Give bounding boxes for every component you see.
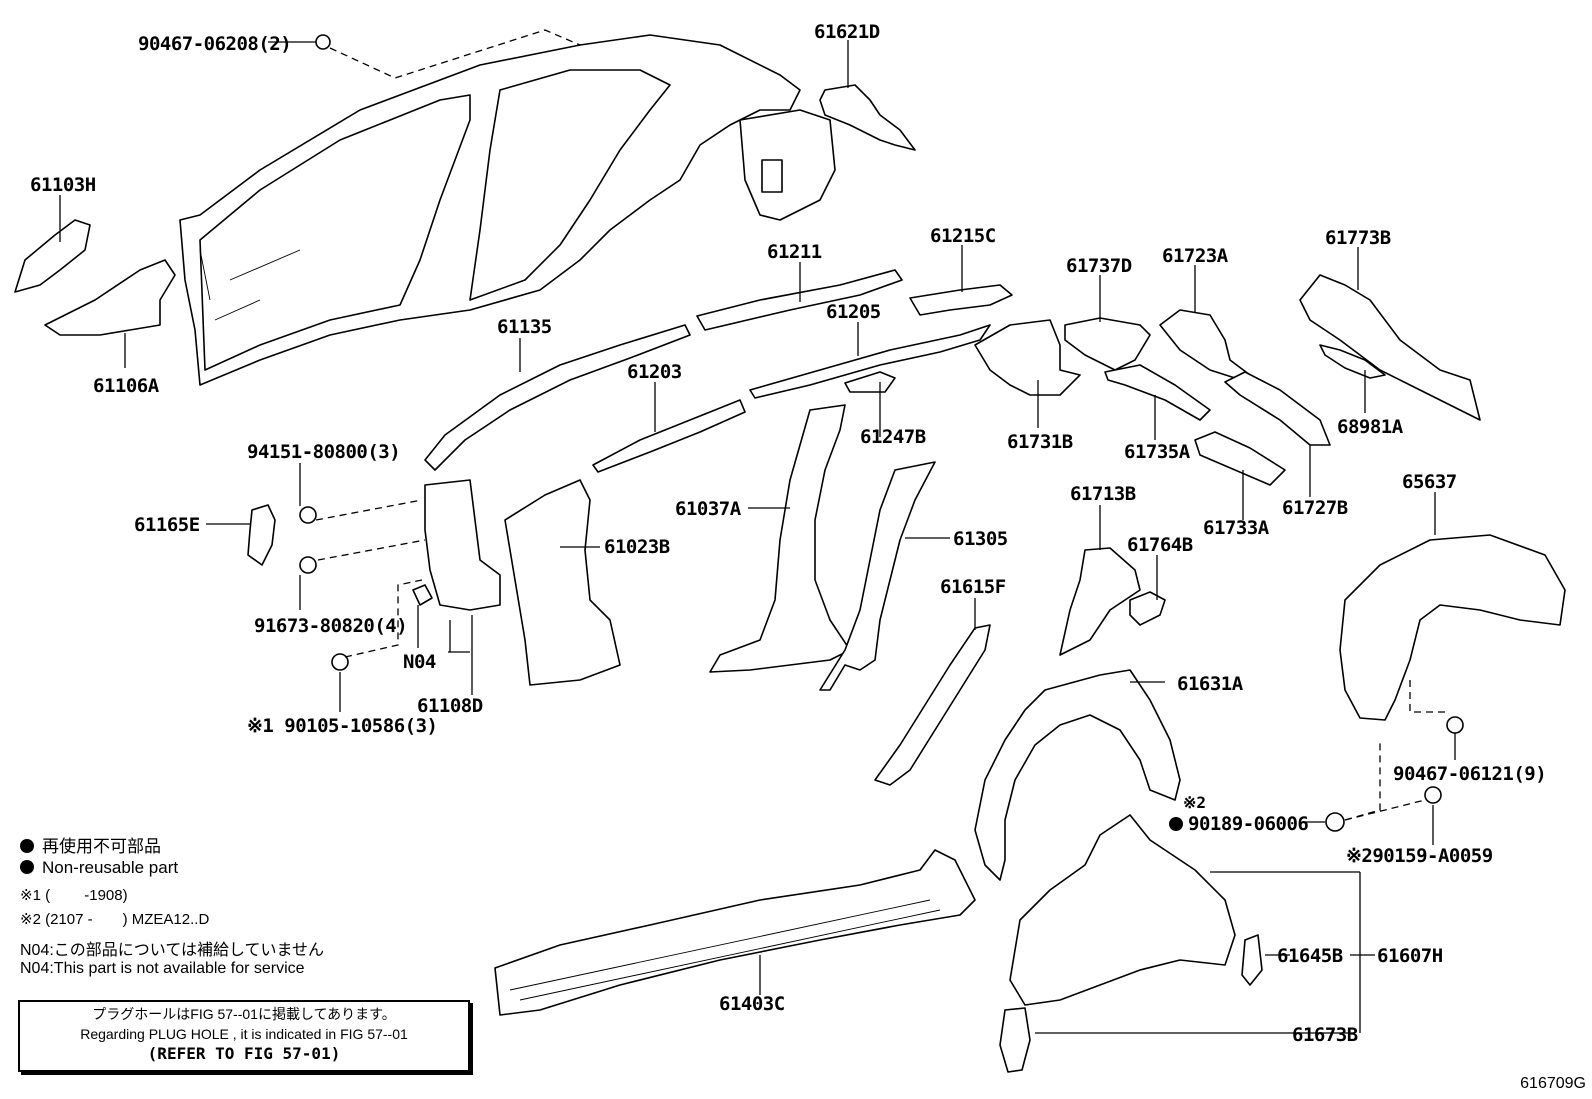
label-61215C: 61215C	[930, 225, 996, 247]
part-61764B	[1129, 591, 1166, 626]
part-61103H	[14, 219, 91, 293]
label-61713B: 61713B	[1070, 483, 1136, 505]
legend-n04-jp: N04:この部品については補給していません	[20, 942, 325, 959]
part-61108D	[424, 479, 501, 611]
part-61735A	[1104, 364, 1211, 421]
part-61037A	[709, 404, 851, 673]
non-reusable-marker	[1169, 817, 1183, 831]
label-61106A: 61106A	[93, 375, 160, 397]
non-reusable-dot-icon	[20, 860, 34, 874]
label-61615F: 61615F	[940, 576, 1006, 598]
part-61215C	[909, 284, 1013, 316]
label-61727B: 61727B	[1282, 497, 1348, 519]
label-61731B: 61731B	[1007, 431, 1073, 453]
label-68981A: 68981A	[1337, 416, 1404, 438]
label-N04: N04	[403, 651, 436, 673]
part-61645B	[1241, 934, 1263, 986]
part-labels: 90467-06208(2) 61621D 61103H 61106A 6121…	[30, 21, 1547, 1046]
label-61607H: 61607H	[1377, 945, 1443, 967]
part-61023B	[504, 479, 621, 686]
bolt-icon	[331, 653, 349, 671]
note-en: Regarding PLUG HOLE , it is indicated in…	[80, 1026, 408, 1042]
legend-non-reusable-en-text: Non-reusable part	[42, 858, 179, 877]
part-61135	[424, 324, 691, 471]
label-61403C: 61403C	[719, 993, 785, 1015]
label-90467-06208: 90467-06208(2)	[138, 33, 291, 55]
label-61737D: 61737D	[1066, 255, 1132, 277]
label-61764B: 61764B	[1127, 534, 1193, 556]
legend-n04-en: N04:This part is not available for servi…	[20, 960, 305, 977]
part-61615F	[874, 624, 991, 786]
bolt-icon	[299, 506, 317, 524]
label-61673B: 61673B	[1292, 1024, 1358, 1046]
part-61733A	[1194, 431, 1286, 486]
part-61403C	[494, 849, 976, 1016]
label-61735A: 61735A	[1124, 441, 1191, 463]
legend-non-reusable-jp-text: 再使用不可部品	[42, 837, 161, 856]
label-61733A: 61733A	[1203, 517, 1270, 539]
label-61165E: 61165E	[134, 514, 200, 536]
part-61106A	[44, 259, 176, 336]
part-61607H	[1009, 814, 1236, 1006]
part-61737D	[1064, 317, 1151, 371]
part-61205	[749, 324, 991, 399]
part-61631A	[974, 669, 1181, 881]
plug-hole-note-box: プラグホールはFIG 57--01に掲載してあります。 Regarding PL…	[18, 1000, 470, 1072]
side-body-panel	[179, 34, 836, 386]
note-refer: (REFER TO FIG 57-01)	[147, 1044, 341, 1063]
label-61211: 61211	[767, 241, 822, 263]
nut-icon	[1446, 716, 1464, 734]
part-61247B	[844, 371, 896, 393]
label-61203: 61203	[627, 361, 682, 383]
part-61727B	[1224, 371, 1331, 446]
legend-non-reusable-en: Non-reusable part	[20, 858, 178, 878]
part-65637	[1339, 534, 1566, 721]
label-61023B: 61023B	[604, 536, 670, 558]
label-61773B: 61773B	[1325, 227, 1391, 249]
bolt-icon	[315, 34, 331, 50]
label-61037A: 61037A	[675, 498, 742, 520]
label-90189-06006: 90189-06006	[1188, 813, 1308, 835]
part-61723A	[1159, 309, 1251, 379]
part-61673B	[999, 1007, 1031, 1073]
part-68981A	[1319, 344, 1386, 379]
part-61731B	[974, 319, 1081, 396]
non-reusable-dot-icon	[20, 839, 34, 853]
label-61135: 61135	[497, 316, 552, 338]
label-65637: 65637	[1402, 471, 1457, 493]
label-61631A: 61631A	[1177, 673, 1244, 695]
label-61305: 61305	[953, 528, 1008, 550]
part-61203	[592, 399, 746, 473]
part-61773B	[1299, 274, 1481, 421]
label-61723A: 61723A	[1162, 245, 1229, 267]
part-61621D	[819, 84, 916, 151]
label-94151-80800: 94151-80800(3)	[247, 441, 400, 463]
part-61713B	[1059, 547, 1141, 656]
part-N04	[412, 584, 433, 606]
label-90467-06121: 90467-06121(9)	[1393, 763, 1546, 785]
diagram-code: 616709G	[1520, 1075, 1586, 1092]
legend-note1: ※1 ( -1908)	[20, 887, 128, 904]
label-90105-10586: ※1 90105-10586(3)	[247, 715, 437, 737]
bolt-icon	[299, 556, 317, 574]
label-61205: 61205	[826, 301, 881, 323]
label-61247B: 61247B	[860, 426, 926, 448]
label-61645B: 61645B	[1277, 945, 1343, 967]
legend-note2: ※2 (2107 - ) MZEA12..D	[20, 911, 210, 928]
part-61305	[819, 461, 936, 691]
screw-icon	[1424, 786, 1442, 804]
label-61103H: 61103H	[30, 174, 96, 196]
part-61165E	[247, 504, 276, 566]
clip-icon	[1325, 812, 1345, 832]
legend-non-reusable-jp: 再使用不可部品	[20, 832, 161, 857]
label-61108D: 61108D	[417, 695, 483, 717]
label-61621D: 61621D	[814, 21, 880, 43]
note-jp: プラグホールはFIG 57--01に掲載してあります。	[92, 1006, 396, 1022]
label-91673-80820: 91673-80820(4)	[254, 615, 407, 637]
label-ref2: ※2	[1183, 793, 1206, 812]
label-290159-A0059: ※290159-A0059	[1346, 845, 1493, 867]
leader-lines	[59, 29, 1456, 1034]
